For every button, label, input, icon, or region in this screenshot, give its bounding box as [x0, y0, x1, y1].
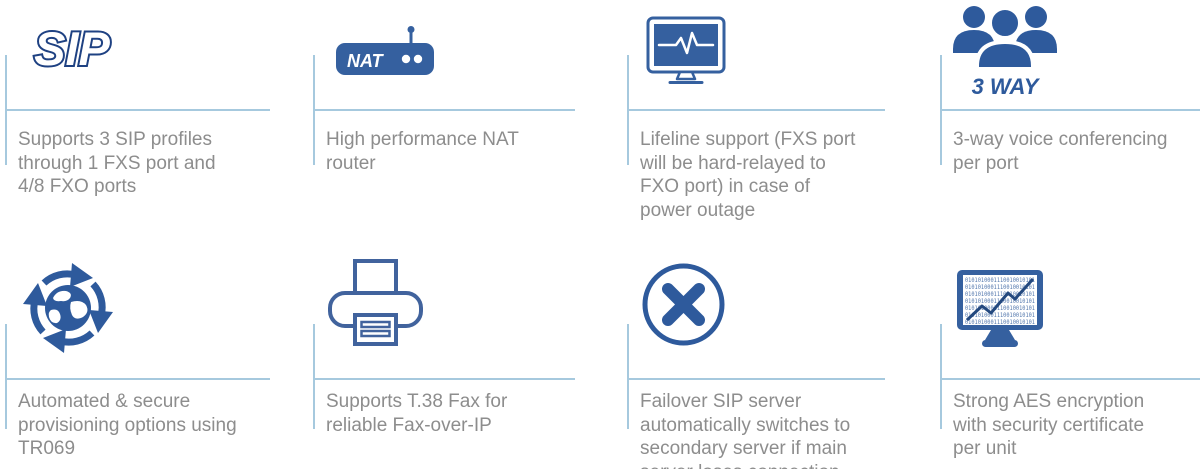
divider-vertical: [313, 324, 315, 429]
svg-text:0101010001110010010101: 0101010001110010010101: [965, 305, 1035, 312]
divider-vertical: [5, 324, 7, 429]
fax-printer-icon: [328, 258, 423, 353]
svg-text:0101010001110010010101: 0101010001110010010101: [965, 291, 1035, 298]
divider-horizontal: [627, 109, 885, 111]
feature-text: Supports T.38 Fax for reliable Fax-over-…: [326, 391, 508, 436]
sip-logo-text: SIP: [34, 22, 110, 75]
feature-failover: Failover SIP server automatically switch…: [627, 263, 885, 469]
three-way-label: 3 WAY: [972, 74, 1041, 98]
divider-horizontal: [627, 378, 885, 380]
feature-three-way: 3 WAY 3-way voice conferencing per port: [940, 6, 1200, 174]
divider-horizontal: [940, 378, 1200, 380]
nat-router-label: NAT: [347, 51, 385, 71]
feature-text: Strong AES encryption with security cert…: [953, 391, 1145, 460]
feature-text: Automated & secure provisioning options …: [18, 391, 237, 460]
feature-nat-router: NAT High performance NAT router: [313, 26, 575, 174]
divider-horizontal: [313, 109, 575, 111]
nat-router-icon: NAT: [335, 24, 435, 81]
three-way-conference-icon: 3 WAY: [950, 2, 1060, 103]
svg-text:0101010001110010010101: 0101010001110010010101: [965, 277, 1035, 284]
feature-lifeline: Lifeline support (FXS port will be hard-…: [627, 16, 885, 221]
feature-text: Supports 3 SIP profiles through 1 FXS po…: [18, 129, 216, 198]
svg-text:0101010001110010010101: 0101010001110010010101: [965, 319, 1035, 326]
feature-text: Failover SIP server automatically switch…: [640, 391, 851, 469]
failover-x-icon: [641, 262, 726, 352]
divider-horizontal: [5, 378, 270, 380]
feature-provisioning: Automated & secure provisioning options …: [5, 263, 270, 459]
sync-globe-icon: [18, 258, 118, 363]
divider-horizontal: [5, 109, 270, 111]
feature-text: High performance NAT router: [326, 129, 519, 174]
divider-vertical: [627, 324, 629, 429]
feature-sip: SIP Supports 3 SIP profiles through 1 FX…: [5, 20, 270, 197]
lifeline-monitor-icon: [646, 16, 726, 93]
feature-encryption: 0101010001110010010101 01010100011100100…: [940, 270, 1200, 459]
svg-text:0101010001110010010101: 0101010001110010010101: [965, 312, 1035, 319]
feature-text: 3-way voice conferencing per port: [953, 129, 1168, 174]
sip-logo-icon: SIP: [26, 20, 118, 81]
divider-horizontal: [940, 109, 1200, 111]
divider-horizontal: [313, 378, 575, 380]
svg-text:0101010001110010010101: 0101010001110010010101: [965, 284, 1035, 291]
feature-text: Lifeline support (FXS port will be hard-…: [640, 129, 856, 221]
encryption-monitor-icon: 0101010001110010010101 01010100011100100…: [955, 268, 1045, 358]
divider-vertical: [940, 324, 942, 429]
feature-fax: Supports T.38 Fax for reliable Fax-over-…: [313, 259, 575, 436]
